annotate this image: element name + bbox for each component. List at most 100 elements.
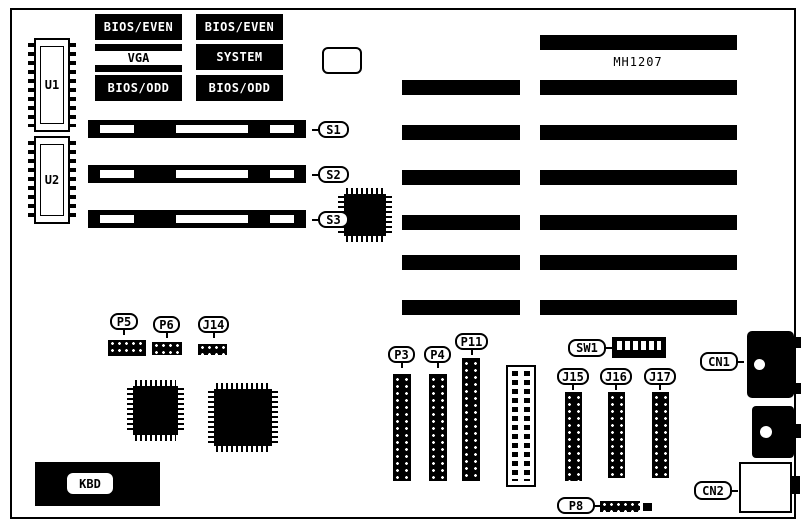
tag-pointer	[572, 383, 574, 390]
memory-slot-s2	[88, 165, 306, 183]
chip-body	[344, 194, 386, 236]
tag-p3: P3	[388, 346, 415, 368]
pin-strip	[346, 188, 384, 194]
pin-strip	[127, 388, 133, 433]
tag-p6: P6	[153, 316, 180, 338]
keyboard-connector: KBD	[35, 462, 160, 506]
pin-header-p4	[429, 374, 447, 481]
tag-j15-label: J15	[562, 369, 584, 384]
connector-hole	[754, 359, 765, 370]
ic-label-u1: U1	[44, 78, 60, 92]
tag-j16-label: J16	[605, 369, 627, 384]
pin-strip	[70, 141, 76, 219]
pin-header-j17	[652, 392, 669, 478]
expansion-slot	[540, 35, 737, 50]
slot-slit	[270, 170, 294, 178]
tag-pointer	[212, 331, 215, 338]
qfp-chip	[127, 380, 184, 441]
tag-kbd-label: KBD	[79, 476, 101, 491]
pin-header-p11	[462, 358, 480, 481]
pin-strip	[272, 391, 278, 444]
tag-s2-label: S2	[326, 167, 341, 182]
slot-slit	[176, 170, 248, 178]
pad-column	[512, 371, 518, 481]
expansion-slot	[402, 125, 520, 140]
rom-chip-bios-odd-1: BIOS/ODD	[95, 75, 182, 101]
tag-cn1-label: CN1	[708, 354, 730, 369]
tag-p11: P11	[455, 333, 488, 355]
tag-pointer	[312, 128, 320, 131]
edge-connector	[506, 365, 536, 487]
tag-pointer	[312, 218, 320, 221]
tag-pointer	[659, 383, 661, 390]
pin-strip	[386, 196, 392, 234]
din-connector-secondary	[752, 406, 794, 458]
tag-pointer	[165, 331, 168, 338]
tag-pointer	[736, 360, 744, 363]
rom-chip-vga: VGA	[95, 44, 182, 72]
tag-j15: J15	[557, 368, 589, 390]
pin-header-j14	[198, 344, 227, 355]
pin-header-j16	[608, 392, 625, 478]
tag-j17: J17	[644, 368, 676, 390]
pin-header-p6	[152, 342, 182, 355]
tag-s3: S3	[312, 211, 349, 228]
tag-pointer	[470, 348, 473, 355]
tag-pointer	[436, 361, 439, 368]
slot-slit	[176, 215, 248, 223]
pin-strip	[208, 391, 214, 444]
connector-hole	[760, 426, 772, 438]
tag-pointer	[400, 361, 403, 368]
ic-socket-u1: U1	[28, 38, 76, 132]
expansion-slot	[402, 255, 520, 270]
slot-slit	[100, 215, 134, 223]
pin-strip	[178, 388, 184, 433]
tag-pointer	[730, 489, 738, 492]
tag-s3-label: S3	[326, 212, 341, 227]
qfp-chip	[208, 383, 278, 452]
tag-kbd: KBD	[65, 471, 115, 496]
dip-switch-sw1	[612, 337, 666, 358]
pin-header-j15	[565, 392, 582, 481]
pin-strip	[28, 141, 34, 219]
tag-p5: P5	[110, 313, 138, 335]
tag-j17-label: J17	[649, 369, 671, 384]
ic-socket-u2: U2	[28, 136, 76, 224]
tag-j16: J16	[600, 368, 632, 390]
chip-body	[214, 389, 272, 446]
tag-cn2: CN2	[694, 481, 738, 500]
board-model-label: MH1207	[613, 55, 663, 69]
tag-pointer	[123, 328, 125, 335]
slot-slit	[176, 125, 248, 133]
expansion-slot	[540, 215, 737, 230]
ic-inner-outline	[40, 46, 64, 124]
rom-chip-bios-even-2: BIOS/EVEN	[196, 14, 283, 40]
tag-s2: S2	[312, 166, 349, 183]
slot-slit	[100, 125, 134, 133]
tag-p11-label: P11	[460, 334, 483, 349]
tag-p8: P8	[557, 497, 601, 514]
tag-p8-label: P8	[568, 498, 584, 513]
tag-sw1-label: SW1	[576, 341, 598, 355]
tag-pointer	[593, 504, 601, 507]
memory-slot-s1	[88, 120, 306, 138]
tag-pointer	[615, 383, 617, 390]
tag-pointer	[312, 173, 320, 176]
dip-switch-toggles	[617, 341, 661, 350]
tag-j14: J14	[198, 316, 229, 338]
tag-s1: S1	[312, 121, 349, 138]
ic-body: U1	[34, 38, 70, 132]
pad-column	[524, 371, 530, 481]
expansion-slot	[402, 215, 520, 230]
p8-end-block	[643, 503, 652, 511]
pin-strip	[70, 43, 76, 127]
power-connector-cn2	[739, 462, 792, 513]
din-connector-cn1	[747, 331, 794, 398]
tag-s1-label: S1	[326, 122, 341, 137]
tag-p4: P4	[424, 346, 451, 368]
pin-strip	[28, 43, 34, 127]
pin-strip	[216, 446, 270, 452]
slot-slit	[270, 125, 294, 133]
crystal-oscillator	[322, 47, 362, 74]
